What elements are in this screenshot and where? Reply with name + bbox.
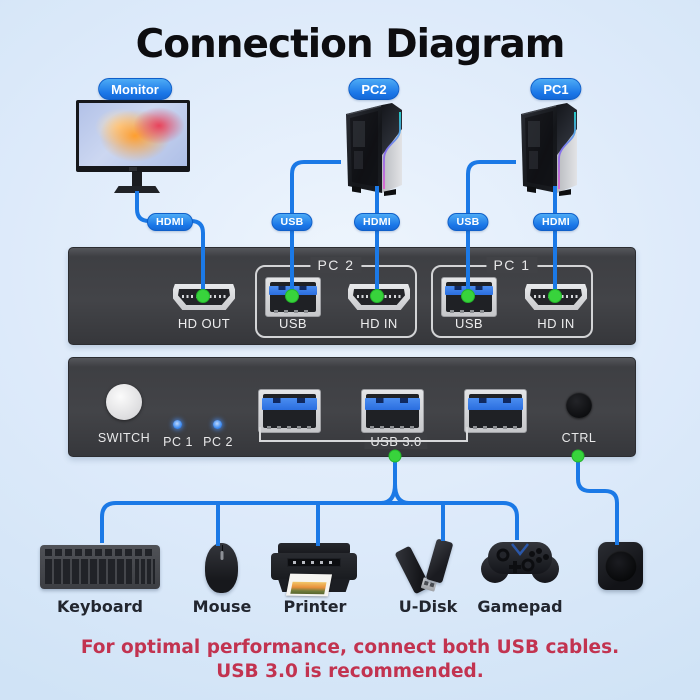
port-label-hd-in-pc2: HD IN — [360, 316, 398, 331]
udisk-label: U-Disk — [398, 597, 458, 616]
monitor-screen — [79, 103, 187, 166]
mouse-label: Mouse — [192, 597, 252, 616]
hdmi-port-hd-out — [173, 284, 235, 310]
ctrl-button — [566, 392, 592, 418]
monitor-logo — [129, 167, 137, 171]
led-pc2-label: PC 2 — [203, 435, 233, 449]
kvm-switch-front: SWITCH PC 1 PC 2 USB 3.0 CTRL — [68, 357, 636, 457]
usb-port-pc2 — [265, 277, 321, 317]
hdmi-cable-badge-monitor: HDMI — [146, 213, 194, 231]
keyboard-icon — [40, 545, 160, 589]
footer-line-1: For optimal performance, connect both US… — [80, 637, 620, 658]
port-group-pc2-label: PC 2 — [310, 257, 362, 273]
monitor-icon — [76, 100, 190, 172]
kvm-switch-rear: HD OUT PC 2 USB HD IN PC 1 USB HD IN — [68, 247, 636, 345]
usb-drive-icon — [394, 535, 456, 595]
printer-icon — [271, 543, 357, 597]
mouse-icon — [205, 543, 238, 593]
port-label-hd-in-pc1: HD IN — [537, 316, 575, 331]
monitor-stand-base — [114, 186, 160, 193]
footer-line-2: USB 3.0 is recommended. — [216, 661, 484, 682]
pc1-badge: PC1 — [530, 78, 582, 100]
remote-pad-button — [605, 550, 636, 582]
led-pc1-label: PC 1 — [163, 435, 193, 449]
port-group-pc1-label: PC 1 — [486, 257, 538, 273]
hdmi-port-hd-in-pc1 — [525, 284, 587, 310]
usb3-port-2 — [361, 389, 424, 433]
pc2-badge: PC2 — [348, 78, 400, 100]
hdmi-port-hd-in-pc2 — [348, 284, 410, 310]
printer-label: Printer — [283, 597, 347, 616]
port-label-usb-pc2: USB — [279, 316, 307, 331]
port-label-usb-pc1: USB — [455, 316, 483, 331]
gamepad-label: Gamepad — [477, 597, 563, 616]
led-pc1 — [173, 420, 182, 429]
cable-ctrl — [576, 455, 619, 545]
gamepad-icon — [481, 542, 559, 583]
switch-label: SWITCH — [97, 431, 151, 445]
switch-button — [106, 384, 142, 420]
usb3-port-1 — [258, 389, 321, 433]
page-title: Connection Diagram — [135, 22, 566, 67]
monitor-badge: Monitor — [98, 78, 172, 100]
usb3-group-label: USB 3.0 — [364, 434, 428, 449]
keyboard-label: Keyboard — [57, 597, 143, 616]
hdmi-cable-badge-pc2: HDMI — [353, 213, 401, 231]
remote-pad-icon — [598, 542, 643, 590]
usb-cable-badge-pc2: USB — [271, 213, 313, 231]
pc1-tower-icon — [520, 102, 578, 196]
port-label-hd-out: HD OUT — [177, 316, 231, 331]
hdmi-cable-badge-pc1: HDMI — [532, 213, 580, 231]
usb-cable-badge-pc1: USB — [447, 213, 489, 231]
usb3-port-3 — [464, 389, 527, 433]
monitor-stand-neck — [132, 172, 142, 187]
footer-note: For optimal performance, connect both US… — [0, 636, 700, 684]
led-pc2 — [213, 420, 222, 429]
pc2-tower-icon — [346, 103, 402, 196]
usb-port-pc1 — [441, 277, 497, 317]
cable-usb3-feed — [380, 455, 410, 505]
ctrl-label: CTRL — [561, 431, 597, 445]
